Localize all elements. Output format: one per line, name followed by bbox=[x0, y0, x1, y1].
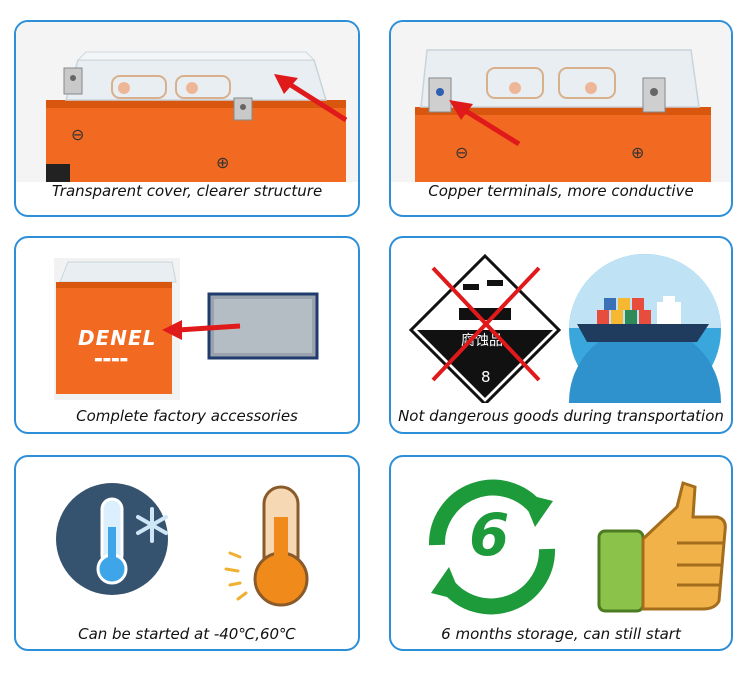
battery-image: ▬▬▬▬ bbox=[54, 258, 180, 400]
red-arrow-icon bbox=[274, 74, 348, 123]
feature-panel-transparent-cover: ⊖ ⊕ Transparent cover, clearer structure bbox=[14, 20, 360, 217]
red-arrow-icon bbox=[162, 320, 241, 340]
cold-thermometer-icon bbox=[56, 483, 168, 595]
feature-panel-storage: 6 6 months storage, can still start bbox=[389, 455, 733, 651]
feature-panel-accessories: ▬▬▬▬ DENEL Complete factory accessories bbox=[14, 236, 360, 434]
hot-thermometer-icon bbox=[224, 485, 309, 607]
cargo-ship-icon bbox=[391, 238, 733, 403]
panel-caption: Transparent cover, clearer structure bbox=[51, 182, 323, 200]
recycle-arrows-icon bbox=[428, 479, 556, 615]
thumbs-up-icon bbox=[597, 481, 727, 613]
svg-text:⊕: ⊕ bbox=[216, 153, 229, 172]
feature-panel-transport: 腐蚀品 8 Not dangerous goods during transpo… bbox=[389, 236, 733, 434]
panel-caption: Copper terminals, more conductive bbox=[428, 182, 694, 200]
red-arrow-icon bbox=[449, 100, 521, 147]
storage-months-number: 6 bbox=[469, 501, 510, 569]
red-cross-icon bbox=[431, 266, 541, 382]
panel-caption: 6 months storage, can still start bbox=[441, 625, 681, 643]
panel-caption: Can be started at -40℃,60℃ bbox=[78, 625, 296, 643]
svg-text:⊕: ⊕ bbox=[631, 143, 644, 162]
svg-text:▬▬▬▬: ▬▬▬▬ bbox=[94, 355, 128, 365]
hazard-class-number: 8 bbox=[481, 368, 491, 386]
feature-panel-temperature: Can be started at -40℃,60℃ bbox=[14, 455, 360, 651]
svg-text:⊖: ⊖ bbox=[455, 143, 468, 162]
battery-top-image: ⊖ ⊕ bbox=[16, 22, 358, 182]
feature-panel-copper-terminals: ⊖ ⊕ Copper terminals, more conductive bbox=[389, 20, 733, 217]
battery-brand-logo: DENEL bbox=[78, 326, 157, 350]
battery-top-image: ⊖ ⊕ bbox=[391, 22, 731, 182]
panel-caption: Not dangerous goods during transportatio… bbox=[398, 407, 724, 425]
panel-caption: Complete factory accessories bbox=[76, 407, 298, 425]
snowflake-icon bbox=[136, 507, 168, 543]
svg-text:⊖: ⊖ bbox=[71, 125, 84, 144]
